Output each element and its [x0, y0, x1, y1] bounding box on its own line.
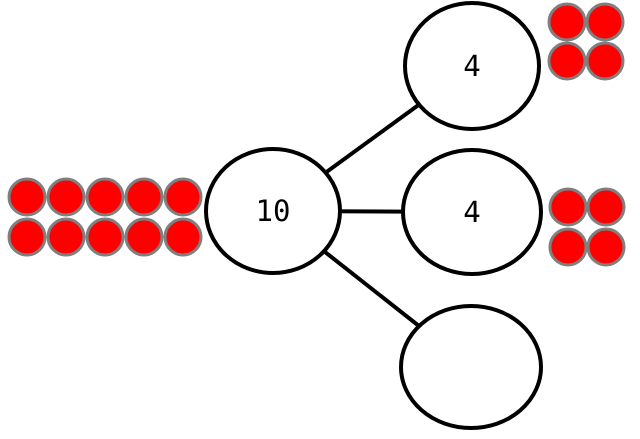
counters-whole-10-counter-9 [124, 217, 164, 257]
bond-node-part3[interactable] [399, 304, 543, 430]
bond-node-label-part1: 4 [463, 49, 480, 83]
bond-node-label-part2: 4 [463, 195, 480, 229]
counters-part1-4 [547, 2, 625, 81]
counters-part1-4-counter-1 [547, 2, 587, 42]
counters-whole-10 [7, 177, 203, 257]
counters-part2-4-counter-4 [586, 227, 626, 267]
bond-node-part2[interactable] [401, 148, 543, 276]
counters-part2-4 [548, 187, 626, 267]
counters-whole-10-counter-4 [124, 177, 164, 217]
counters-whole-10-counter-1 [7, 177, 47, 217]
counters-part2-4-counter-3 [548, 227, 588, 267]
counters-part1-4-counter-3 [547, 41, 587, 81]
bond-node-whole[interactable] [204, 147, 342, 275]
counters-whole-10-counter-7 [46, 217, 86, 257]
counters-whole-10-counter-2 [46, 177, 86, 217]
counters-whole-10-counter-3 [85, 177, 125, 217]
bond-node-part1[interactable] [403, 1, 541, 131]
counters-part1-4-counter-4 [585, 41, 625, 81]
counters-part2-4-counter-1 [548, 187, 588, 227]
counters-whole-10-counter-8 [85, 217, 125, 257]
bond-node-label-whole: 10 [256, 194, 291, 228]
counters-part2-4-counter-2 [586, 187, 626, 227]
counters-part1-4-counter-2 [585, 2, 625, 42]
counters-whole-10-counter-5 [163, 177, 203, 217]
counters-whole-10-counter-6 [7, 217, 47, 257]
counters-whole-10-counter-10 [163, 217, 203, 257]
